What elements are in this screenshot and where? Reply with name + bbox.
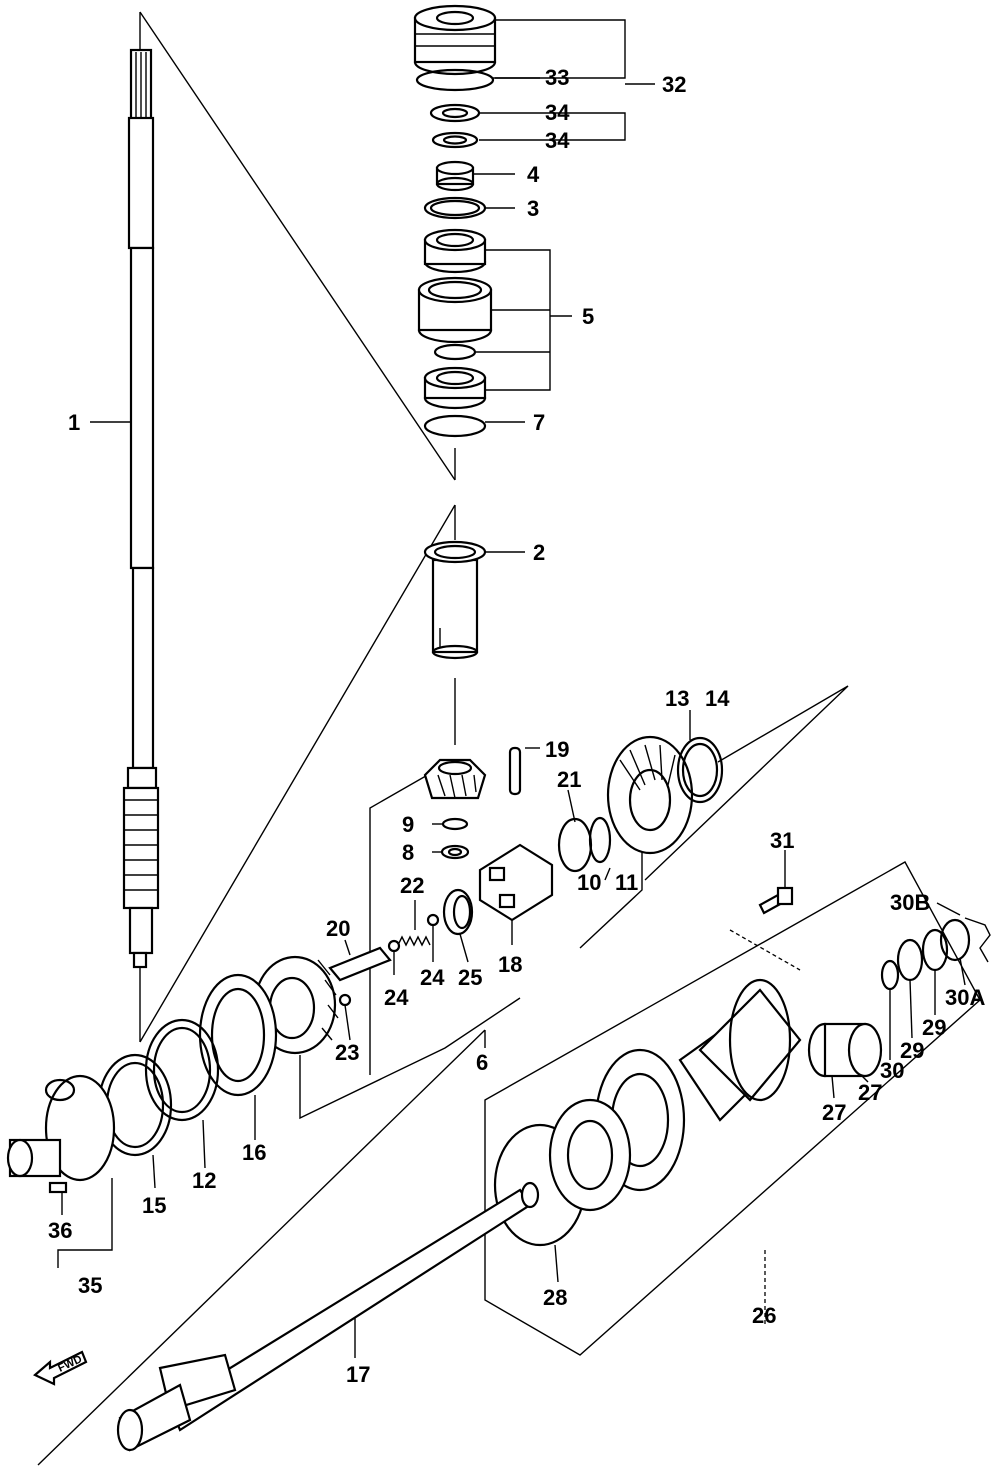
seal-29-inner <box>896 938 924 982</box>
propeller-shaft-housing <box>594 978 802 1192</box>
ring-30a <box>939 918 971 962</box>
label-27b: 27 <box>858 1080 882 1105</box>
needle-bearing-27 <box>807 1022 883 1078</box>
label-29b: 29 <box>900 1038 924 1063</box>
shift-spring <box>397 935 431 947</box>
label-16: 16 <box>242 1140 266 1165</box>
label-17: 17 <box>346 1362 370 1387</box>
o-ring <box>415 68 495 92</box>
label-22: 22 <box>400 873 424 898</box>
propeller-shaft <box>116 1181 540 1452</box>
label-14: 14 <box>705 686 730 711</box>
label-7: 7 <box>533 410 545 435</box>
detent-ball <box>426 913 440 927</box>
label-3: 3 <box>527 196 539 221</box>
label-9: 9 <box>402 812 414 837</box>
housing-bolt <box>758 886 794 915</box>
clip-30b <box>964 917 991 963</box>
ring-30 <box>880 959 900 991</box>
label-25: 25 <box>458 965 482 990</box>
circlip <box>423 414 487 438</box>
taper-roller-bearing <box>417 228 493 410</box>
label-33: 33 <box>545 65 569 90</box>
forward-gear-shim <box>676 736 724 804</box>
label-27a: 27 <box>822 1100 846 1125</box>
label-24b: 24 <box>384 985 409 1010</box>
drive-shaft-sleeve <box>423 540 487 660</box>
label-4: 4 <box>527 162 540 187</box>
clutch-spring-ring <box>557 816 612 873</box>
label-34b: 34 <box>545 128 570 153</box>
label-31: 31 <box>770 828 794 853</box>
thrust-bearing <box>198 973 278 1097</box>
label-24a: 24 <box>420 965 445 990</box>
label-15: 15 <box>142 1193 166 1218</box>
label-29a: 29 <box>922 1015 946 1040</box>
pinion-nut <box>440 844 470 860</box>
label-1: 1 <box>68 410 80 435</box>
needle-bearing <box>435 160 475 192</box>
label-11: 11 <box>615 870 638 895</box>
label-30b: 30B <box>890 890 930 915</box>
thrust-washer <box>144 1018 220 1122</box>
label-30: 30 <box>880 1058 904 1083</box>
bearing-collar <box>442 888 474 936</box>
label-30a: 30A <box>945 985 985 1010</box>
shim <box>423 196 487 220</box>
label-8: 8 <box>402 840 414 865</box>
label-28: 28 <box>543 1285 567 1310</box>
label-13: 13 <box>665 686 689 711</box>
label-2: 2 <box>533 540 545 565</box>
label-6: 6 <box>476 1050 488 1075</box>
label-10: 10 <box>577 870 601 895</box>
pinion-washer <box>441 817 469 831</box>
oil-seal-lower <box>431 131 479 149</box>
leader-lines <box>57 19 966 1358</box>
label-20: 20 <box>326 916 350 941</box>
assembly-26-box <box>484 861 981 1356</box>
label-19: 19 <box>545 737 569 762</box>
label-32: 32 <box>662 72 686 97</box>
label-35: 35 <box>78 1273 102 1298</box>
plunger-ball <box>338 993 352 1007</box>
lower-bearing-housing <box>6 1074 116 1182</box>
pinion-gear <box>423 758 487 800</box>
label-34a: 34 <box>545 100 570 125</box>
fwd-label: FWD <box>56 1353 84 1374</box>
label-5: 5 <box>582 304 594 329</box>
oil-seal-upper <box>429 103 481 123</box>
forward-gear <box>606 735 694 855</box>
housing-seal <box>548 1098 632 1212</box>
label-21: 21 <box>557 767 581 792</box>
label-36: 36 <box>48 1218 72 1243</box>
drive-shaft <box>122 48 160 969</box>
part-labels: 1 33 32 34 34 4 3 5 7 2 13 14 19 21 9 8 … <box>48 65 985 1387</box>
pin-36 <box>48 1181 68 1194</box>
forward-direction-arrow: FWD <box>33 1350 88 1386</box>
shift-ball <box>387 939 401 953</box>
label-12: 12 <box>192 1168 216 1193</box>
label-26: 26 <box>752 1303 776 1328</box>
label-23: 23 <box>335 1040 359 1065</box>
assembly-guide-lines <box>37 11 849 1466</box>
shift-plunger <box>328 946 392 982</box>
clutch-pin <box>508 746 522 796</box>
clutch-dog <box>478 843 554 922</box>
bearing-housing <box>413 4 497 76</box>
label-18: 18 <box>498 952 522 977</box>
